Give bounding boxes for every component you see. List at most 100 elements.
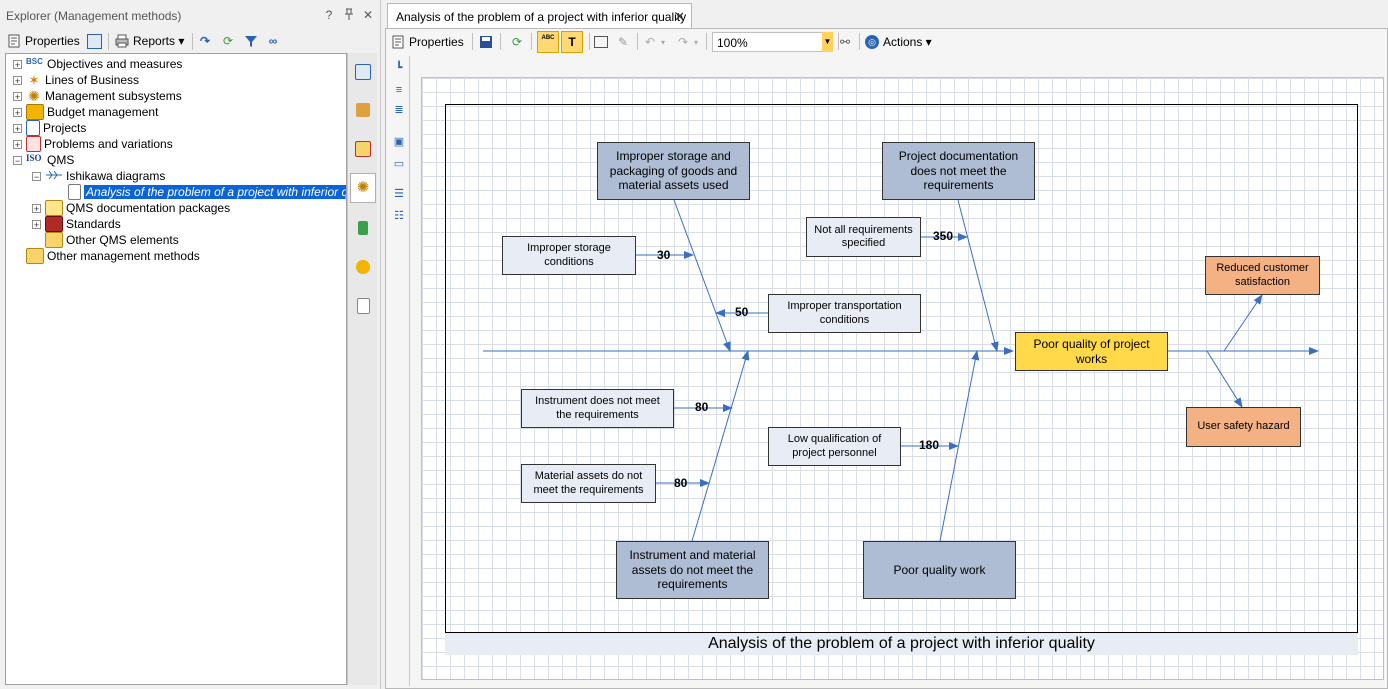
pin-button[interactable] xyxy=(342,8,356,22)
actions-button[interactable]: ◎ Actions ▾ xyxy=(865,31,932,53)
process-icon xyxy=(355,64,371,80)
arrange-icon: ≣ xyxy=(394,104,404,116)
expand-icon[interactable]: + xyxy=(13,59,22,70)
consequence-box[interactable]: User safety hazard xyxy=(1186,407,1301,447)
strip-button-resources[interactable] xyxy=(350,252,376,282)
doc-properties-button[interactable]: Properties xyxy=(391,31,464,53)
packages-icon xyxy=(45,200,63,216)
save-button[interactable] xyxy=(479,31,493,53)
tree-item-projects[interactable]: + Projects xyxy=(13,120,86,136)
link-button[interactable]: ∞ xyxy=(266,30,280,52)
bsc-icon: BSC xyxy=(26,57,43,66)
cause-box[interactable]: Material assets do not meet the requirem… xyxy=(521,464,656,503)
tree-item-qms-packages[interactable]: + QMS documentation packages xyxy=(32,200,230,216)
cause-weight-label: 80 xyxy=(695,400,709,414)
close-tab-button[interactable]: ✕ xyxy=(674,9,685,24)
strip-button-data[interactable] xyxy=(350,213,376,243)
toolbar-separator xyxy=(108,33,109,50)
tree-item-label: Lines of Business xyxy=(45,73,140,87)
problems-icon xyxy=(26,136,41,152)
reports-label: Reports ▾ xyxy=(133,34,185,48)
format-brush-button[interactable]: ✎ xyxy=(616,31,630,53)
toolbar-separator xyxy=(859,33,860,50)
reports-button[interactable]: Reports ▾ xyxy=(115,30,184,52)
tree-item-problems[interactable]: + Problems and variations xyxy=(13,136,173,152)
expand-icon[interactable]: + xyxy=(13,107,22,118)
picture-tool-button[interactable]: ▣ xyxy=(391,134,407,150)
category-box[interactable]: Project documentation does not meet the … xyxy=(882,142,1035,200)
expand-icon[interactable]: + xyxy=(13,75,22,86)
tree-item-other-qms[interactable]: Other QMS elements xyxy=(45,232,179,248)
toolbar-separator xyxy=(531,33,532,50)
zoom-dropdown-button[interactable]: ▼ xyxy=(822,32,833,52)
expand-icon[interactable]: + xyxy=(13,123,22,134)
strip-button-process[interactable] xyxy=(350,57,376,87)
tree-item-qms[interactable]: − ISO QMS xyxy=(13,152,74,168)
cause-box[interactable]: Instrument does not meet the requirement… xyxy=(521,389,674,428)
tree-item-label: QMS xyxy=(47,153,75,167)
text-tool-toggle[interactable]: T xyxy=(561,31,583,53)
strip-button-documents[interactable] xyxy=(350,291,376,321)
help-button[interactable]: ? xyxy=(325,8,333,22)
org-icon xyxy=(356,103,370,117)
cause-box[interactable]: Not all requirements specified xyxy=(806,217,921,257)
view-button[interactable] xyxy=(87,30,102,52)
tree-item-budget-management[interactable]: + Budget management xyxy=(13,104,158,120)
effect-box[interactable]: Poor quality of project works xyxy=(1015,332,1168,371)
frame-tool-button[interactable]: ▭ xyxy=(391,156,407,172)
text-box-icon xyxy=(594,36,608,48)
tree-item-ishikawa[interactable]: − Ishikawa diagrams xyxy=(32,168,165,184)
tree-item-analysis-diagram[interactable]: Analysis of the problem of a project wit… xyxy=(68,184,346,200)
cause-box[interactable]: Improper transportation conditions xyxy=(768,294,921,333)
doc-refresh-button[interactable]: ⟳ xyxy=(510,31,524,53)
zoom-value: 100% xyxy=(717,36,748,50)
properties-button[interactable]: Properties xyxy=(7,30,80,52)
redo-button[interactable]: ↷ xyxy=(198,30,212,52)
document-icon xyxy=(68,184,81,200)
expand-icon[interactable]: + xyxy=(13,139,22,150)
link-objects-icon: ⚯ xyxy=(839,35,851,49)
link-icon: ∞ xyxy=(268,34,278,48)
expand-icon[interactable]: + xyxy=(32,219,41,230)
link-objects-button[interactable]: ⚯ xyxy=(838,31,852,53)
arrange-tool-button[interactable]: ≣ xyxy=(391,102,407,118)
expand-icon[interactable]: + xyxy=(13,91,22,102)
category-box[interactable]: Instrument and material assets do not me… xyxy=(616,541,769,599)
strip-button-management-methods[interactable]: ✺ xyxy=(350,173,376,203)
view-icon xyxy=(87,33,102,49)
category-box[interactable]: Improper storage and packaging of goods … xyxy=(597,142,750,200)
collapse-icon[interactable]: − xyxy=(32,171,41,182)
tree-item-objectives[interactable]: + BSC Objectives and measures xyxy=(13,56,182,72)
align-tool-button[interactable]: ≡ xyxy=(391,82,407,98)
expand-icon[interactable]: + xyxy=(32,203,41,214)
connector-icon: ┗ xyxy=(395,62,403,74)
filter-button[interactable] xyxy=(244,30,258,52)
text-box-button[interactable] xyxy=(594,31,608,53)
tree-item-other-methods[interactable]: Other management methods xyxy=(26,248,200,264)
category-box[interactable]: Poor quality work xyxy=(863,541,1016,599)
tree-item-management-subsystems[interactable]: + ✺ Management subsystems xyxy=(13,88,182,104)
close-panel-button[interactable]: ✕ xyxy=(362,8,374,22)
strip-button-org[interactable] xyxy=(350,95,376,125)
document-tab[interactable]: Analysis of the problem of a project wit… xyxy=(387,3,692,28)
order-tool-button[interactable]: ☷ xyxy=(391,208,407,224)
cause-box[interactable]: Low qualification of project personnel xyxy=(768,427,901,466)
collapse-icon[interactable]: − xyxy=(13,155,22,166)
cause-box[interactable]: Improper storage conditions xyxy=(502,236,636,275)
consequence-box[interactable]: Reduced customer satisfaction xyxy=(1205,256,1320,295)
budget-icon xyxy=(26,104,44,120)
tree-item-standards[interactable]: + Standards xyxy=(32,216,121,232)
iso-icon: ISO xyxy=(26,153,42,163)
document-toolbar: Properties ⟳ ABC T ✎ ↶▾ ↷▾ ⚯ ◎ Actions ▾ xyxy=(388,30,1386,54)
tree-item-label: Budget management xyxy=(47,105,159,119)
refresh-button[interactable]: ⟳ xyxy=(221,30,235,52)
connector-tool-button[interactable]: ┗ xyxy=(391,60,407,76)
distribute-tool-button[interactable]: ☰ xyxy=(391,186,407,202)
tree-item-label: Other QMS elements xyxy=(66,233,179,247)
strip-button-objects[interactable] xyxy=(350,134,376,164)
spellcheck-toggle[interactable]: ABC xyxy=(537,31,559,53)
undo-button[interactable]: ↶▾ xyxy=(644,35,666,49)
tree-item-lines-of-business[interactable]: + ✶ Lines of Business xyxy=(13,72,139,88)
zoom-select[interactable]: 100% xyxy=(712,32,832,52)
redo-doc-button[interactable]: ↷▾ xyxy=(677,35,699,49)
